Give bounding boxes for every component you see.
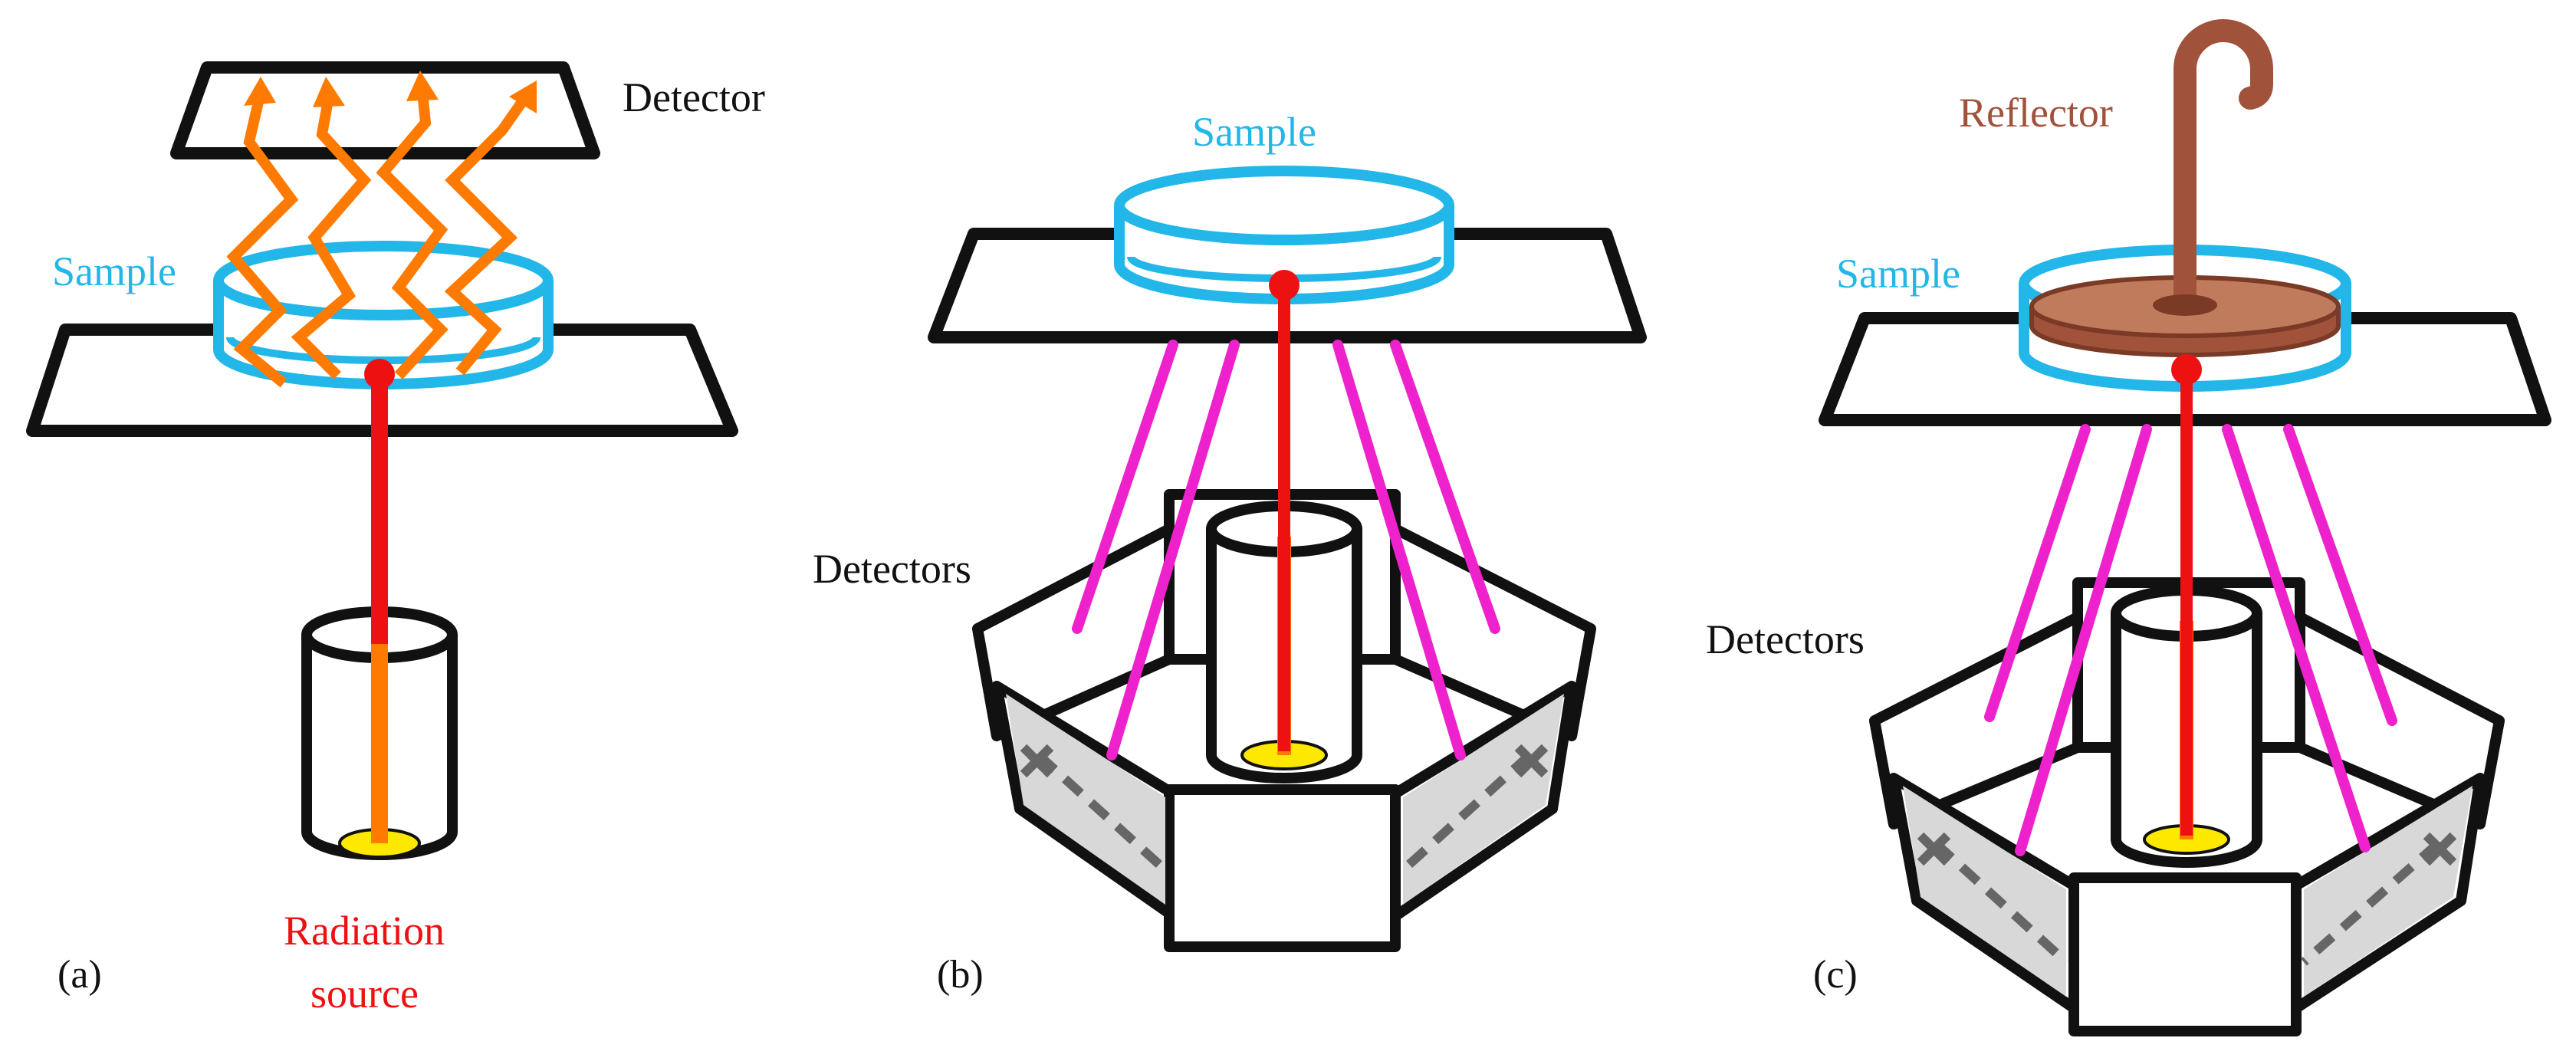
panel-c: Reflector Sample Detectors (c) — [1706, 19, 2551, 1036]
panel-a-tag: (a) — [58, 953, 102, 997]
cross-mark — [1514, 744, 1549, 778]
scatter-ray-2 — [291, 90, 372, 379]
housing-edge — [2475, 719, 2505, 826]
source-label-line1: Radiation — [284, 908, 445, 954]
crystal-dash — [1399, 751, 1533, 874]
cross-mark — [2423, 832, 2457, 866]
sample-label: Sample — [1192, 109, 1316, 155]
source-label-line2: source — [310, 971, 419, 1017]
scatter-arrowheads — [244, 71, 537, 113]
detectors-label: Detectors — [1706, 616, 1865, 662]
ray — [2283, 424, 2397, 726]
crystal-left — [1006, 694, 1165, 905]
ray — [2222, 424, 2371, 852]
panel-a: Detector Sample Radiation source (a) — [26, 61, 765, 1017]
handle-base — [2153, 294, 2217, 316]
beam-focus — [364, 359, 395, 389]
reflector-label: Reflector — [1959, 90, 2113, 136]
housing-edge — [1566, 627, 1596, 737]
detector-label: Detector — [623, 74, 765, 120]
beam-focus — [2171, 354, 2202, 385]
detectors-label: Detectors — [813, 546, 971, 592]
detector-edges — [1869, 719, 2505, 826]
cross-mark — [1020, 744, 1054, 778]
sample-label: Sample — [1836, 251, 1960, 297]
beam-focus — [1269, 270, 1300, 301]
detector-rays — [1984, 424, 2397, 856]
crystal-right — [1403, 694, 1564, 905]
ray — [1106, 340, 1240, 760]
arrowhead — [244, 77, 276, 106]
crystal-dash — [1035, 751, 1169, 874]
ray — [1072, 340, 1178, 634]
arrowhead — [509, 80, 537, 113]
detector-edges — [972, 627, 1596, 737]
ray — [2015, 424, 2152, 856]
detector-rays — [1072, 340, 1500, 760]
housing-edge — [1869, 719, 1899, 826]
housing-edge — [972, 627, 1002, 737]
detector-plate — [170, 61, 600, 159]
crystal-marks — [1932, 839, 2441, 966]
crystal-crosses — [1917, 832, 2457, 866]
crystal-left — [1903, 786, 2066, 997]
panel-c-tag: (c) — [1813, 953, 1858, 997]
scatter-ray-4 — [444, 88, 534, 376]
ray — [1332, 340, 1466, 760]
detector-front — [2068, 872, 2302, 1036]
panel-b: Sample Detectors (b) — [813, 109, 1647, 997]
crystal-dash — [2301, 839, 2441, 966]
detector-front — [1164, 784, 1401, 952]
scattered-rays — [226, 84, 534, 388]
scatter-ray-1 — [226, 90, 299, 388]
sample-label: Sample — [52, 248, 176, 294]
crystal-dash — [1932, 839, 2070, 966]
scatter-ray-3 — [376, 84, 449, 379]
ray — [1984, 424, 2091, 722]
arrowhead — [406, 71, 439, 101]
sample-dish — [1114, 166, 1454, 305]
cross-mark — [1917, 832, 1951, 866]
ray — [1390, 340, 1500, 634]
crystal-crosses — [1020, 744, 1549, 778]
reflector-handle — [2174, 19, 2273, 314]
arrowhead — [313, 77, 345, 107]
crystal-marks — [1035, 751, 1533, 874]
crystal-right — [2304, 786, 2472, 997]
panel-b-tag: (b) — [937, 953, 984, 997]
